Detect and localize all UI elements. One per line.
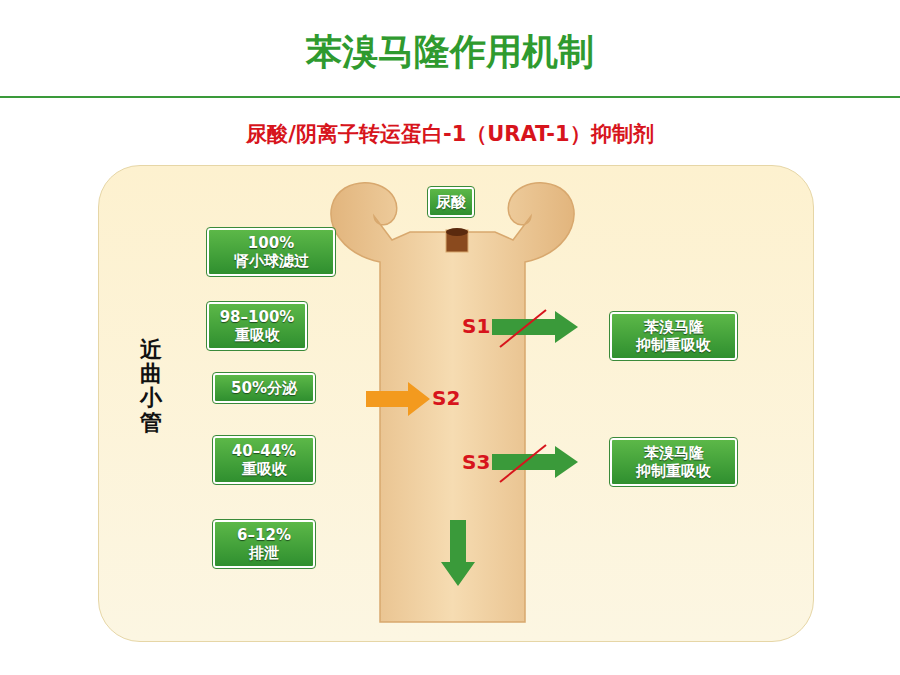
secretion-arrow [366, 382, 430, 416]
box-text: 苯溴马隆 抑制重吸收 [618, 444, 729, 480]
vertical-label: 近曲小管 [140, 338, 162, 435]
box-text: 98–100% 重吸收 [215, 308, 299, 344]
reabsorb-arrow [492, 446, 578, 478]
percent-box: 6–12% 排泄 [213, 520, 315, 568]
percent-box: 50%分泌 [213, 373, 315, 403]
percent-box: 100% 肾小球滤过 [207, 228, 335, 276]
box-text: 50%分泌 [221, 379, 307, 397]
site-label: S3 [462, 450, 490, 474]
percent-box: 40–44% 重吸收 [213, 436, 315, 484]
subtitle: 尿酸/阴离子转运蛋白-1（URAT-1）抑制剂 [0, 120, 900, 148]
glomerulus-tubule [331, 183, 574, 622]
vessel-opening [446, 228, 468, 236]
reabsorb-arrow [492, 311, 578, 343]
box-text: 苯溴马隆 抑制重吸收 [618, 318, 729, 354]
excretion-arrow [441, 520, 475, 586]
percent-box: 苯溴马隆 抑制重吸收 [610, 438, 737, 486]
percent-box: 苯溴马隆 抑制重吸收 [610, 312, 737, 360]
percent-box: 尿酸 [428, 187, 474, 217]
box-text: 6–12% 排泄 [221, 526, 307, 562]
percent-box: 98–100% 重吸收 [207, 302, 307, 350]
site-label: S2 [432, 386, 460, 410]
block-slash [500, 445, 546, 482]
box-text: 100% 肾小球滤过 [215, 234, 327, 270]
site-label: S1 [462, 314, 490, 338]
box-text: 尿酸 [436, 193, 466, 211]
title: 苯溴马隆作用机制 [0, 28, 900, 77]
title-rule [0, 96, 900, 98]
block-slash [500, 310, 546, 347]
box-text: 40–44% 重吸收 [221, 442, 307, 478]
